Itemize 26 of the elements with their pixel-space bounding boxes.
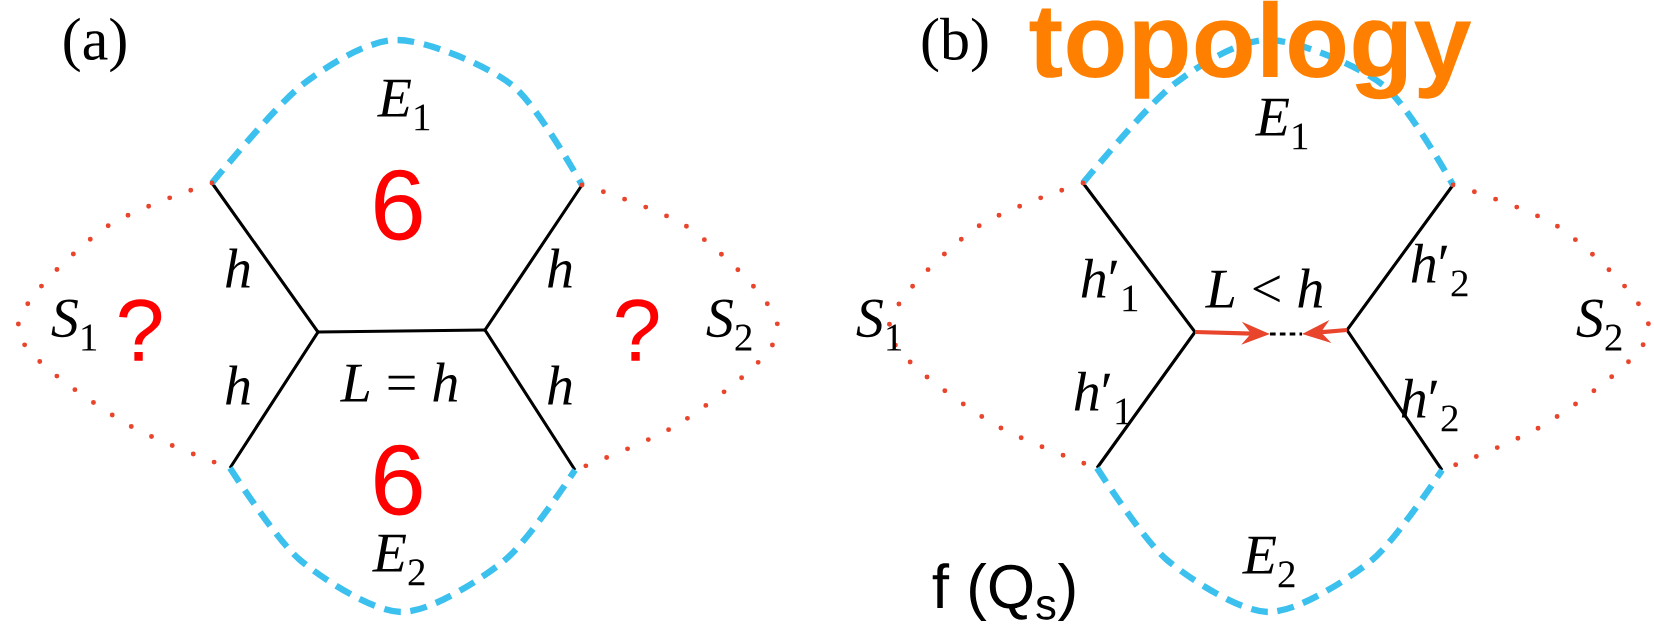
length-label: L < h	[1205, 268, 1322, 308]
length-label: h	[548, 248, 572, 288]
count-number: 6	[375, 444, 422, 516]
region-label: S$_{1}$	[856, 299, 902, 351]
question-mark: ?	[616, 299, 659, 361]
length-label: L = h	[340, 362, 457, 402]
region-label: E$_{1}$	[377, 79, 430, 131]
length-label: h	[226, 365, 250, 405]
region-label: S$_{2}$	[1576, 299, 1622, 351]
length-label: h	[226, 248, 250, 288]
region-label: E$_{2}$	[1242, 536, 1295, 588]
region-label: S$_{1}$	[51, 299, 97, 351]
panel-label: (b)	[922, 17, 988, 73]
overlay-word: topology	[1029, 0, 1472, 100]
region-label: E$_{1}$	[1255, 98, 1308, 150]
formula-text: f (Q$_{s}$)	[932, 563, 1075, 621]
panel-label: (a)	[64, 17, 126, 73]
question-mark: ?	[119, 299, 162, 361]
region-label: S$_{2}$	[706, 299, 752, 351]
length-label: h′$_{1}$	[1074, 371, 1131, 425]
length-label: h′$_{2}$	[1401, 378, 1458, 432]
length-label: h′$_{2}$	[1411, 243, 1468, 297]
count-number: 6	[375, 169, 422, 241]
length-label: h	[548, 365, 572, 405]
length-label: h′$_{1}$	[1081, 258, 1138, 312]
region-label: E$_{2}$	[372, 534, 425, 586]
